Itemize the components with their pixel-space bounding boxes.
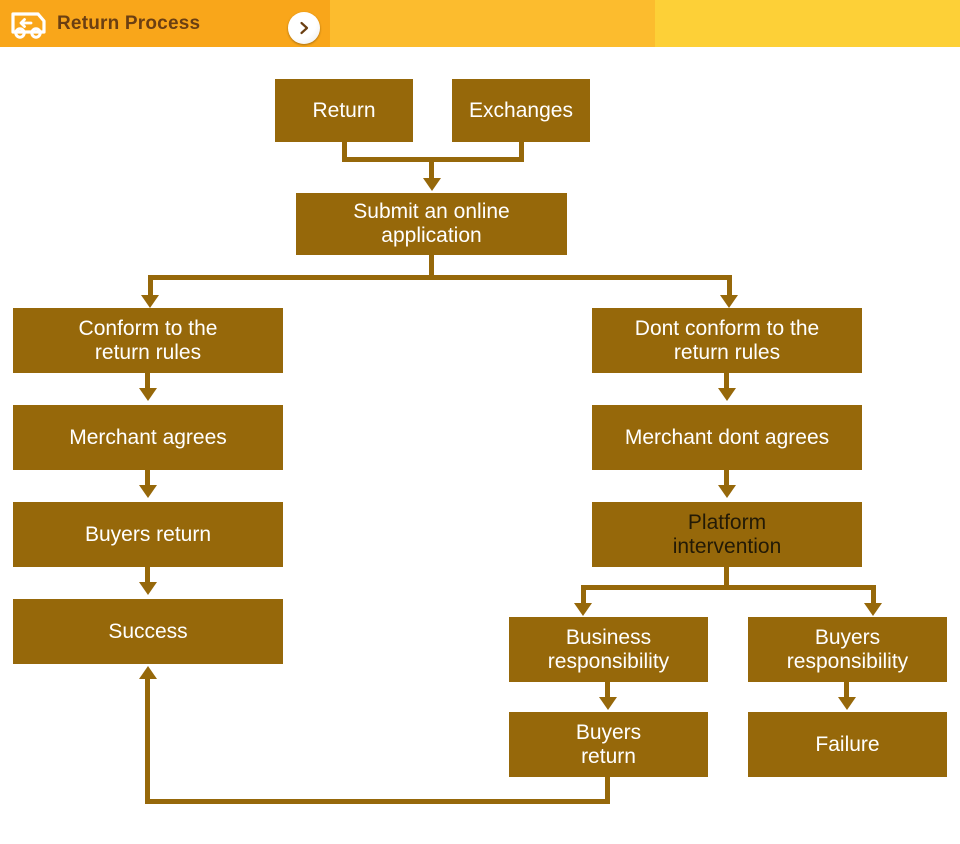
node-label: Failure xyxy=(815,732,880,756)
node-label: Merchant agrees xyxy=(69,425,227,449)
connector-buyers-responsibility-down xyxy=(844,682,849,700)
node-label: Exchanges xyxy=(469,98,573,122)
header-band-left xyxy=(0,0,330,47)
next-button[interactable] xyxy=(288,12,320,44)
header-bar: Return Process xyxy=(0,0,960,47)
connector-dont-conform-down xyxy=(724,373,729,391)
connector-merge-stem xyxy=(429,157,434,180)
arrow-to-failure xyxy=(838,697,856,710)
connector-submit-down xyxy=(429,255,434,280)
connector-loop-up xyxy=(145,679,150,801)
node-label: Conform to the return rules xyxy=(78,316,218,364)
arrow-to-dont-conform xyxy=(720,295,738,308)
node-failure[interactable]: Failure xyxy=(748,712,947,777)
arrow-to-submit xyxy=(423,178,441,191)
node-label: Return xyxy=(312,98,376,122)
connector-return-down xyxy=(342,142,347,162)
page-title: Return Process xyxy=(57,13,201,34)
node-buyers-responsibility[interactable]: Buyers responsibility xyxy=(748,617,947,682)
arrow-to-merchant-dont-agrees xyxy=(718,388,736,401)
connector-merchant-agrees-down xyxy=(145,470,150,488)
connector-loop-down xyxy=(605,777,610,802)
return-truck-icon xyxy=(9,5,49,43)
node-business-responsibility[interactable]: Business responsibility xyxy=(509,617,708,682)
node-label: Platform intervention xyxy=(672,510,782,558)
arrow-to-buyers-responsibility xyxy=(864,603,882,616)
node-merchant-dont-agrees[interactable]: Merchant dont agrees xyxy=(592,405,862,470)
node-conform-rules[interactable]: Conform to the return rules xyxy=(13,308,283,373)
node-label: Buyers return xyxy=(84,522,212,546)
node-success[interactable]: Success xyxy=(13,599,283,664)
header-band-middle xyxy=(330,0,655,47)
connector-platform-split-bar xyxy=(581,585,876,590)
node-label: Business responsibility xyxy=(547,625,670,673)
arrow-to-success xyxy=(139,582,157,595)
connector-platform-split-left xyxy=(581,585,586,605)
arrow-to-merchant-agrees xyxy=(139,388,157,401)
connector-buyers-return-down xyxy=(145,567,150,585)
node-exchanges[interactable]: Exchanges xyxy=(452,79,590,142)
arrow-to-buyers-return-right xyxy=(599,697,617,710)
node-merchant-agrees[interactable]: Merchant agrees xyxy=(13,405,283,470)
chevron-right-icon xyxy=(296,20,312,36)
node-dont-conform-rules[interactable]: Dont conform to the return rules xyxy=(592,308,862,373)
node-buyers-return-left[interactable]: Buyers return xyxy=(13,502,283,567)
arrow-loop-to-success xyxy=(139,666,157,679)
flow-diagram: Return Exchanges Submit an online applic… xyxy=(0,47,960,844)
node-platform-intervention[interactable]: Platform intervention xyxy=(592,502,862,567)
node-label: Buyers responsibility xyxy=(786,625,909,673)
node-label: Submit an online application xyxy=(353,200,510,247)
arrow-to-conform xyxy=(141,295,159,308)
node-label: Dont conform to the return rules xyxy=(634,316,820,364)
arrow-to-buyers-return-left xyxy=(139,485,157,498)
connector-platform-split-right xyxy=(871,585,876,605)
node-label: Success xyxy=(108,619,188,643)
connector-split-bar xyxy=(148,275,732,280)
connector-merchant-dont-agrees-down xyxy=(724,470,729,488)
node-label: Merchant dont agrees xyxy=(624,425,830,449)
node-submit-application[interactable]: Submit an online application xyxy=(296,193,567,255)
connector-platform-down xyxy=(724,567,729,589)
connector-business-down xyxy=(605,682,610,700)
connector-split-left xyxy=(148,275,153,297)
node-label: Buyers return xyxy=(575,720,642,768)
arrow-to-business-responsibility xyxy=(574,603,592,616)
connector-exchanges-down xyxy=(519,142,524,162)
arrow-to-platform-intervention xyxy=(718,485,736,498)
connector-split-right xyxy=(727,275,732,297)
header-band-right xyxy=(655,0,960,47)
connector-conform-down xyxy=(145,373,150,391)
node-return[interactable]: Return xyxy=(275,79,413,142)
node-buyers-return-right[interactable]: Buyers return xyxy=(509,712,708,777)
connector-loop-bar xyxy=(145,799,610,804)
